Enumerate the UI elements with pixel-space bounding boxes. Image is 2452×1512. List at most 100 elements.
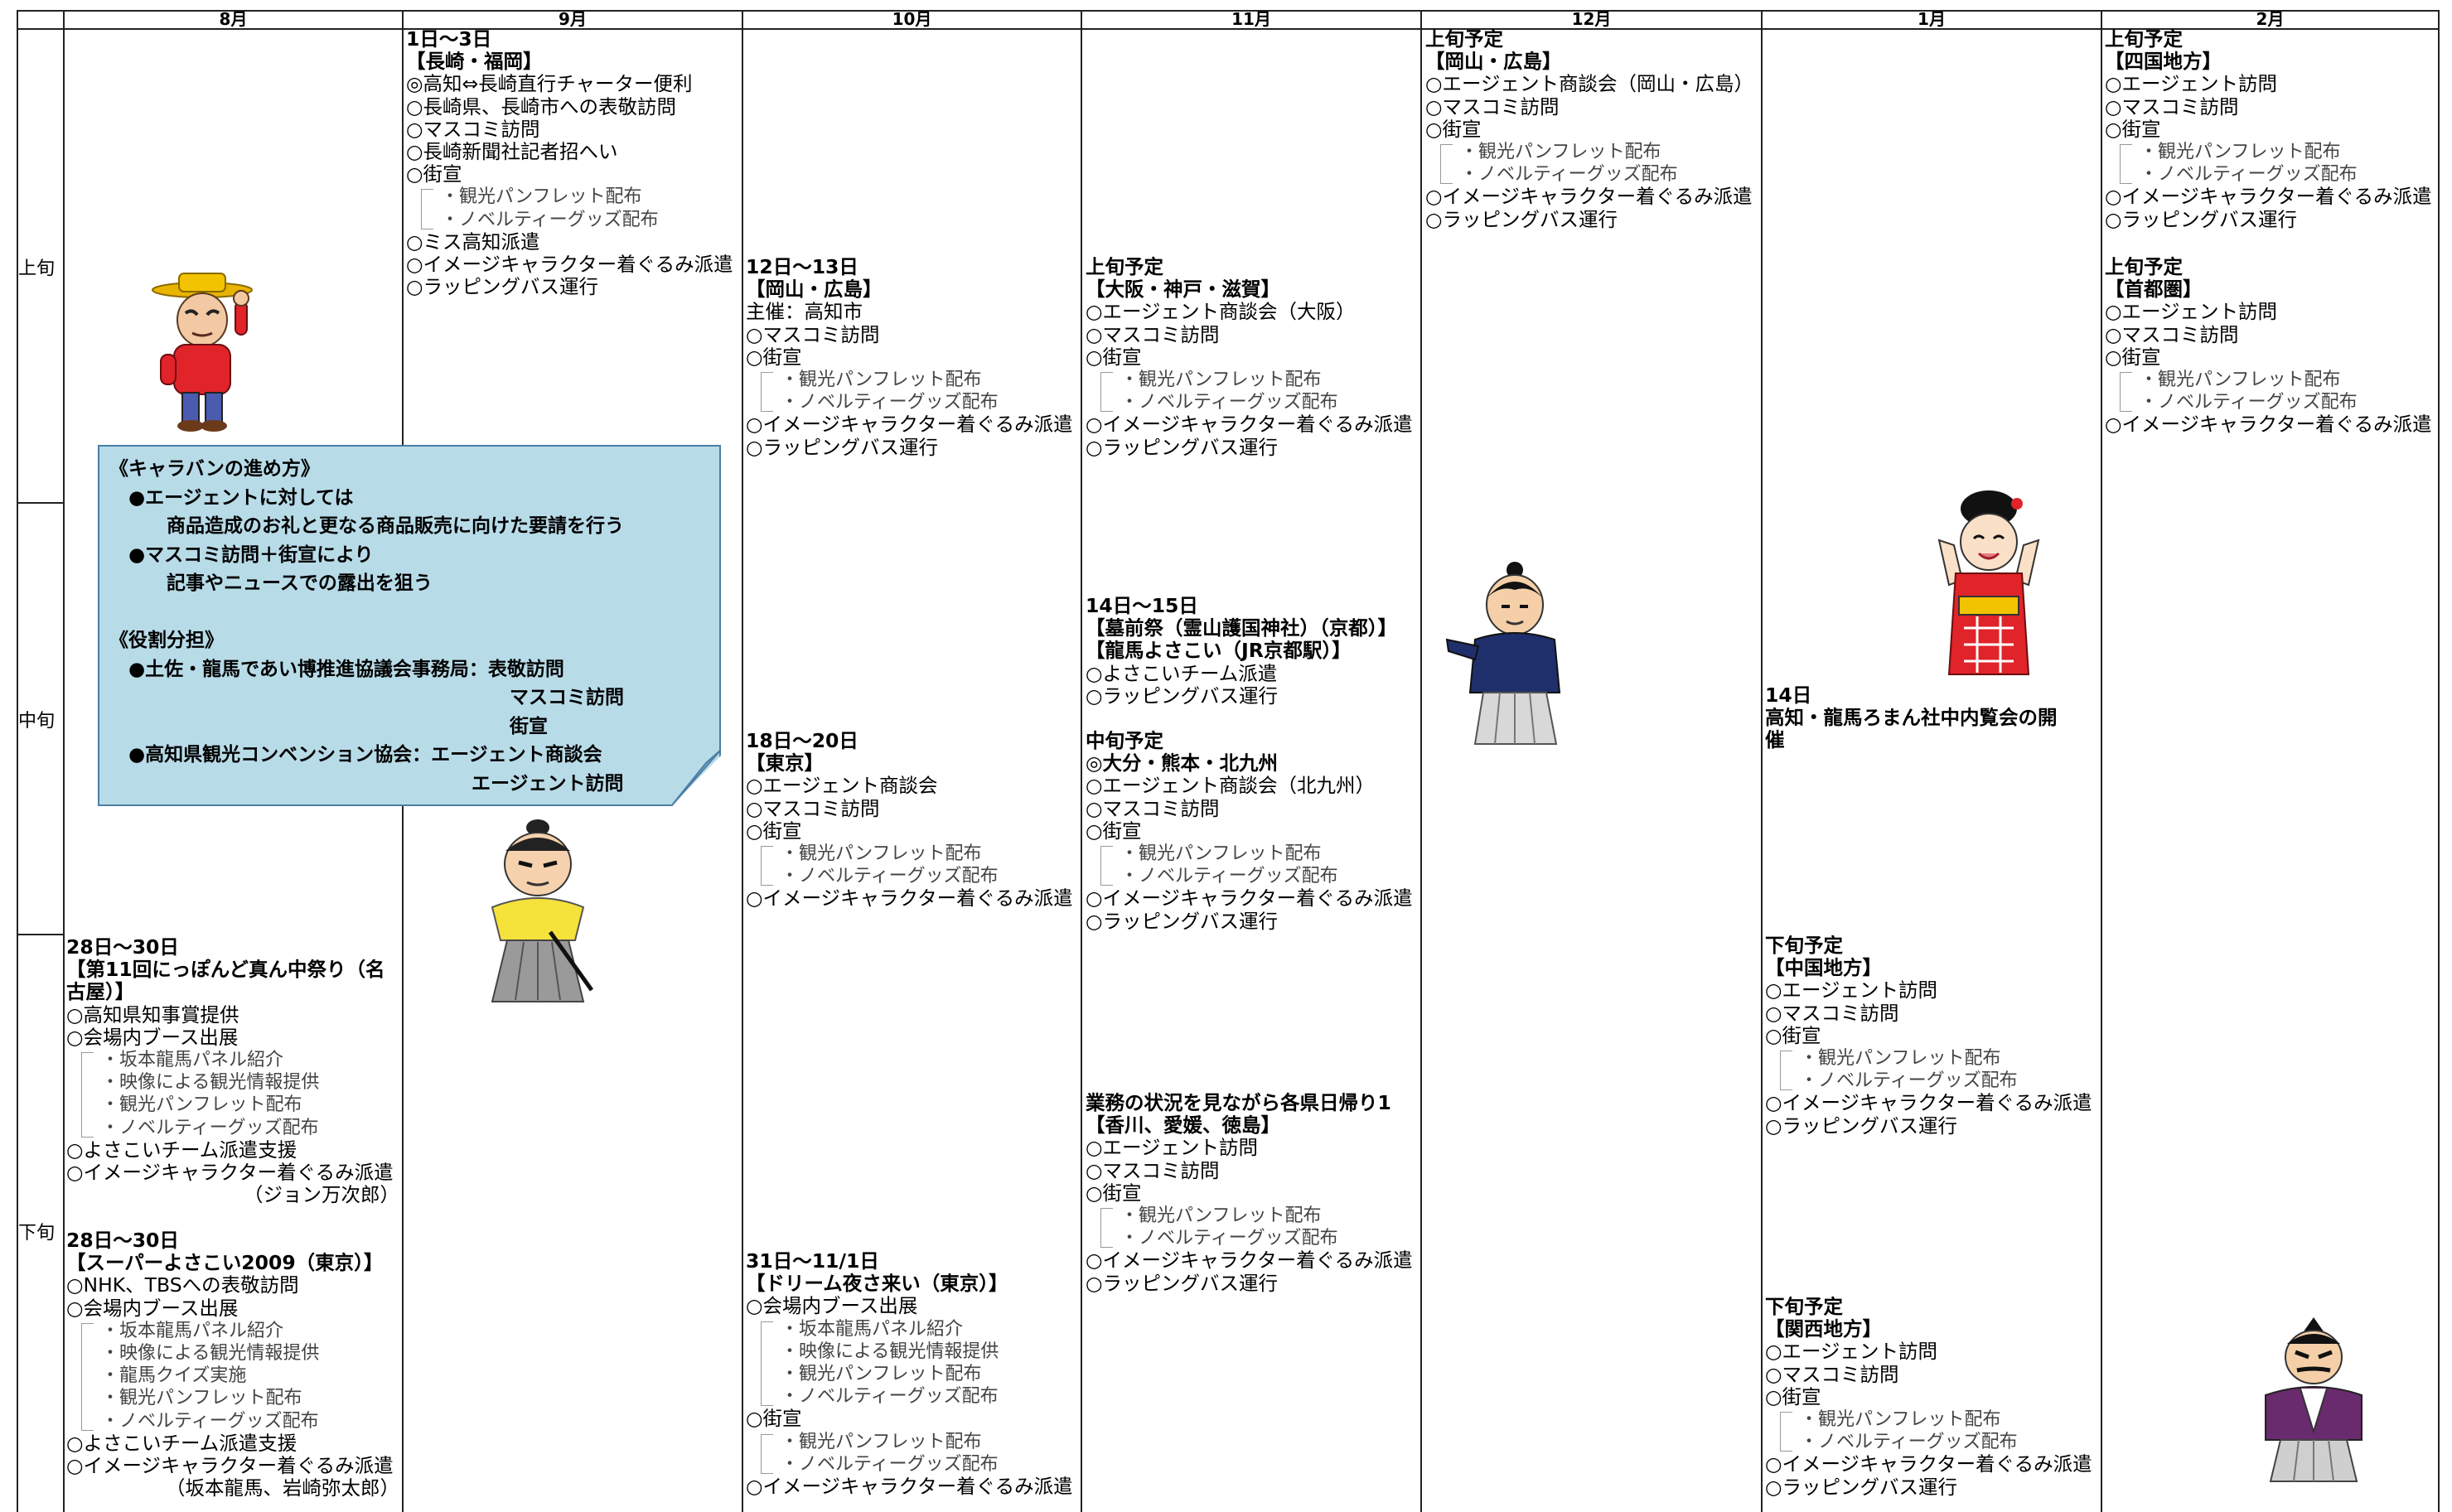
schedule-line: ○マスコミ訪問 (1765, 1001, 1899, 1025)
schedule-line: ○イメージキャラクター着ぐるみ派遣 (66, 1160, 394, 1184)
schedule-line: ○街宣 (1425, 117, 1482, 141)
schedule-line: ○イメージキャラクター着ぐるみ派遣 (2105, 185, 2432, 209)
schedule-line: 【第11回にっぽんど真ん中祭り（名 (66, 958, 385, 982)
schedule-line: 高知・龍馬ろまん社中内覧会の開 (1765, 706, 2058, 730)
schedule-line: ・ノベルティーグッズ配布 (101, 1117, 319, 1138)
schedule-line: ○マスコミ訪問 (1425, 94, 1560, 118)
schedule-line: ○ラッピングバス運行 (1086, 684, 1279, 708)
schedule-line: ○イメージキャラクター着ぐるみ派遣 (1086, 886, 1413, 911)
schedule-line: ○ラッピングバス運行 (1425, 207, 1618, 231)
schedule-line: ・ノベルティーグッズ配布 (101, 1410, 319, 1432)
schedule-line: ・ノベルティーグッズ配布 (2140, 392, 2358, 413)
schedule-line: 【中国地方】 (1765, 956, 1882, 980)
cowboy-character-icon (152, 273, 253, 432)
schedule-line: 18日～20日 (746, 729, 858, 752)
callout-line: 記事やニュースでの露出を狙う (109, 572, 433, 594)
schedule-line: 【ドリーム夜さ来い（東京）】 (746, 1272, 1008, 1296)
schedule-line: ○ラッピングバス運行 (1765, 1113, 1958, 1138)
schedule-line: ・ノベルティーグッズ配布 (2140, 164, 2358, 186)
schedule-line: ○イメージキャラクター着ぐるみ派遣 (1086, 413, 1413, 437)
schedule-line: ○マスコミ訪問 (2105, 322, 2239, 346)
ryoma-character-icon (1445, 562, 1561, 745)
schedule-line: ○会場内ブース出展 (66, 1296, 239, 1320)
month-header-feb: 2月 (2256, 9, 2285, 29)
bullet-group-bracket (761, 846, 773, 886)
schedule-line: ・観光パンフレット配布 (1120, 1205, 1322, 1226)
grid-col-line-3 (742, 10, 743, 1512)
bullet-group-bracket (761, 1433, 773, 1474)
schedule-line: ・観光パンフレット配布 (2140, 369, 2341, 390)
event-block-sep-early: 1日～3日【長崎・福岡】◎高知⇔長崎直行チャーター便利○長崎県、長崎市への表敬訪… (406, 27, 733, 299)
bullet-group-bracket (2120, 372, 2132, 413)
schedule-line: ・坂本龍馬パネル紹介 (781, 1318, 964, 1340)
event-block-feb-early-1: 上旬予定【四国地方】○エージェント訪問○マスコミ訪問○街宣・観光パンフレット配布… (2105, 27, 2432, 231)
schedule-line: 【岡山・広島】 (1425, 50, 1562, 74)
schedule-line: ○NHK、TBSへの表敬訪問 (66, 1273, 299, 1297)
schedule-line: ○イメージキャラクター着ぐるみ派遣 (746, 413, 1073, 437)
schedule-line: ○ラッピングバス運行 (1086, 435, 1279, 459)
callout-line: マスコミ訪問 (109, 687, 624, 708)
schedule-line: 【墓前祭（霊山護国神社）（京都）】 (1086, 616, 1397, 640)
schedule-line: ○ラッピングバス運行 (406, 275, 599, 299)
schedule-line: 主催：高知市 (746, 300, 863, 324)
schedule-line: ・ノベルティーグッズ配布 (781, 392, 999, 413)
event-block-jan-late-1: 下旬予定【中国地方】○エージェント訪問○マスコミ訪問○街宣・観光パンフレット配布… (1765, 934, 2092, 1138)
schedule-line: 古屋）】 (66, 980, 135, 1004)
schedule-line: ○イメージキャラクター着ぐるみ派遣 (1765, 1452, 2092, 1476)
callout-line: 《キャラバンの進め方》 (109, 458, 320, 480)
schedule-line: ○マスコミ訪問 (746, 322, 880, 346)
schedule-line: ○イメージキャラクター着ぐるみ派遣 (1086, 1249, 1413, 1273)
event-block-aug-late-1: 28日～30日【第11回にっぽんど真ん中祭り（名古屋）】○高知県知事賞提供○会場… (66, 935, 399, 1206)
schedule-line: ○マスコミ訪問 (1086, 796, 1220, 820)
schedule-line: 【東京】 (746, 751, 824, 775)
bullet-group-bracket (81, 1052, 94, 1138)
schedule-line: ○イメージキャラクター着ぐるみ派遣 (1425, 185, 1753, 209)
schedule-line: ・観光パンフレット配布 (1120, 369, 1322, 390)
bullet-group-bracket (1780, 1051, 1792, 1091)
grid-col-line-7 (2101, 10, 2102, 1512)
event-block-oct-mid: 18日～20日【東京】○エージェント商談会○マスコミ訪問○街宣・観光パンフレット… (746, 729, 1073, 911)
schedule-line: ○街宣 (1086, 345, 1142, 369)
bullet-group-bracket (2120, 144, 2132, 185)
schedule-line: ・ノベルティーグッズ配布 (1800, 1070, 2018, 1092)
schedule-line: ○よさこいチーム派遣 (1086, 661, 1278, 685)
schedule-line: ○イメージキャラクター着ぐるみ派遣 (746, 886, 1073, 911)
bullet-group-bracket (1100, 1208, 1113, 1249)
callout-line: 商品造成のお礼と更なる商品販売に向けた要請を行う (109, 515, 624, 537)
bullet-group-bracket (81, 1322, 94, 1431)
schedule-line: 業務の状況を見ながら各県日帰り1 (1086, 1091, 1391, 1114)
month-header-jan: 1月 (1918, 9, 1946, 29)
callout-line: ●土佐・龍馬であい博推進協議会事務局：表敬訪問 (109, 658, 564, 680)
callout-line: エージェント訪問 (109, 772, 624, 795)
bullet-group-bracket (421, 189, 433, 229)
schedule-line: ○高知県知事賞提供 (66, 1002, 239, 1027)
schedule-line: ・ノベルティーグッズ配布 (441, 209, 659, 230)
schedule-line: 【首都圏】 (2105, 278, 2203, 302)
princess-character-icon (1937, 490, 2040, 675)
callout-line: ●マスコミ訪問＋街宣により (109, 543, 374, 566)
event-block-nov-mid-1: 14日～15日【墓前祭（霊山護国神社）（京都）】【龍馬よさこい（JR京都駅）】○… (1086, 594, 1397, 708)
schedule-line: ・観光パンフレット配布 (101, 1094, 302, 1116)
schedule-line: ○エージェント商談会（大阪） (1086, 300, 1356, 324)
schedule-line: ○ミス高知派遣 (406, 229, 540, 254)
grid-col-line-1 (63, 10, 65, 1512)
bullet-group-bracket (761, 1321, 773, 1407)
schedule-line: ○長崎県、長崎市への表敬訪問 (406, 94, 677, 118)
schedule-line: ○長崎新聞社記者招へい (406, 139, 618, 163)
schedule-line: 上旬予定 (2105, 255, 2183, 278)
event-block-feb-early-2: 上旬予定【首都圏】○エージェント訪問○マスコミ訪問○街宣・観光パンフレット配布・… (2105, 255, 2432, 437)
schedule-line: 28日～30日 (66, 935, 179, 959)
schedule-line: ・ノベルティーグッズ配布 (1460, 164, 1678, 186)
schedule-line: ・映像による観光情報提供 (781, 1341, 999, 1362)
schedule-line: ・ノベルティーグッズ配布 (1120, 866, 1338, 887)
schedule-line: 【四国地方】 (2105, 50, 2222, 74)
schedule-line: ○エージェント商談会 (746, 774, 938, 798)
schedule-line: ○エージェント商談会（岡山・広島） (1425, 72, 1754, 96)
schedule-line: ○エージェント訪問 (1765, 978, 1938, 1002)
schedule-line: 14日 (1765, 684, 1812, 707)
schedule-line: ・観光パンフレット配布 (781, 369, 982, 390)
event-block-oct-late: 31日～11/1日【ドリーム夜さ来い（東京）】○会場内ブース出展・坂本龍馬パネル… (746, 1249, 1073, 1498)
schedule-line: ○ラッピングバス運行 (1765, 1475, 1958, 1499)
schedule-line: 【大阪・神戸・滋賀】 (1086, 278, 1280, 302)
period-label-early: 上旬 (18, 258, 56, 279)
